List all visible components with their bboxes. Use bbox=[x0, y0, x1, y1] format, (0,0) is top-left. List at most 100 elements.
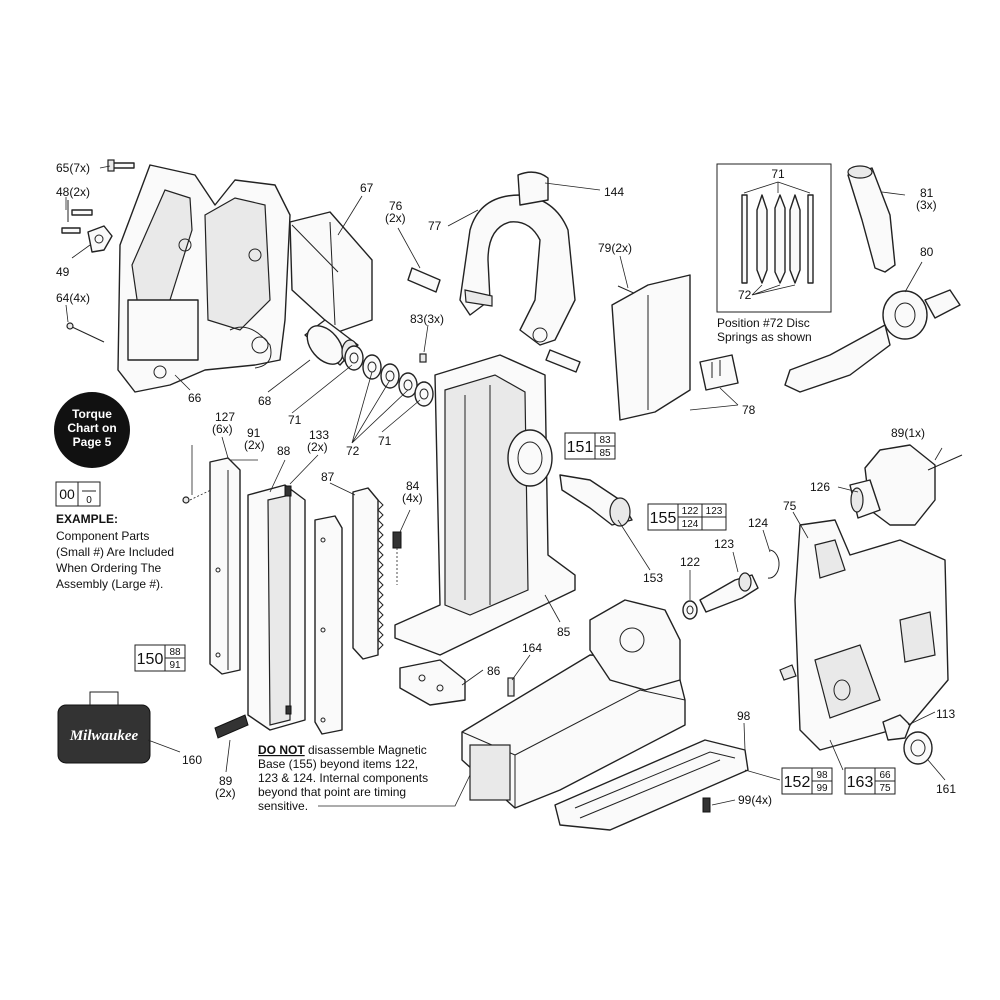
label-76: 76 bbox=[389, 199, 403, 213]
label-84: 84 bbox=[406, 479, 420, 493]
note-line-5: sensitive. bbox=[258, 799, 308, 813]
part-98-rail-base bbox=[554, 739, 749, 831]
torque-line-3: Page 5 bbox=[73, 435, 112, 449]
assembly-150: 150 88 91 bbox=[134, 644, 186, 672]
label-77: 77 bbox=[428, 219, 442, 233]
assembly-155-s2: 123 bbox=[706, 506, 723, 517]
part-84-screws bbox=[392, 531, 402, 585]
part-67-pad bbox=[289, 211, 373, 333]
label-66: 66 bbox=[188, 391, 202, 405]
part-164-pin bbox=[507, 677, 515, 697]
part-122-washer bbox=[682, 600, 698, 620]
part-71-72-discs bbox=[344, 345, 434, 407]
label-88: 88 bbox=[277, 444, 291, 458]
part-89-screw bbox=[214, 714, 249, 739]
part-81-grip bbox=[847, 165, 896, 273]
part-155-magnetic-base bbox=[461, 599, 686, 809]
part-68-cylinder bbox=[304, 319, 359, 366]
torque-line-1: Torque bbox=[72, 407, 112, 421]
assembly-151: 151 83 85 bbox=[564, 432, 616, 460]
label-127-qty: (6x) bbox=[212, 422, 233, 436]
label-126: 126 bbox=[810, 480, 830, 494]
label-133: 133 bbox=[309, 428, 329, 442]
assembly-151-s1: 83 bbox=[599, 435, 611, 446]
inset-label-top: 71 bbox=[771, 167, 785, 181]
assembly-163-big: 163 bbox=[847, 774, 874, 791]
label-113: 113 bbox=[936, 707, 955, 721]
assembly-150-big: 150 bbox=[137, 651, 164, 668]
example-small: 0 bbox=[86, 495, 92, 506]
part-75-side-cover bbox=[779, 519, 949, 751]
assembly-155: 155 122 123 124 bbox=[647, 503, 727, 531]
part-64-screw bbox=[66, 322, 105, 343]
assembly-152-s2: 99 bbox=[816, 783, 828, 794]
torque-line-2: Chart on bbox=[67, 421, 116, 435]
label-87: 87 bbox=[321, 470, 335, 484]
assembly-152: 152 98 99 bbox=[781, 767, 833, 795]
assembly-150-s2: 91 bbox=[169, 660, 181, 671]
part-124-ring bbox=[767, 549, 780, 579]
inset-box: 71 72 bbox=[716, 163, 832, 313]
part-labels: 65(7x) 48(2x) 49 64(4x) 66 67 76 (2x) 77… bbox=[56, 161, 956, 807]
note-line-4: beyond that point are timing bbox=[258, 785, 406, 799]
part-76-pins bbox=[407, 267, 581, 373]
part-91-rail bbox=[209, 457, 241, 675]
label-79: 79(2x) bbox=[598, 241, 632, 255]
label-160: 160 bbox=[182, 753, 202, 767]
label-123: 123 bbox=[714, 537, 734, 551]
label-71-b: 71 bbox=[378, 434, 392, 448]
example-line-2: (Small #) Are Included bbox=[56, 545, 174, 559]
assembly-151-s2: 85 bbox=[599, 448, 611, 459]
part-87-rack bbox=[352, 487, 384, 660]
assembly-152-s1: 98 bbox=[816, 770, 828, 781]
example-key: 00 0 EXAMPLE: Component Parts (Small #) … bbox=[55, 481, 174, 591]
label-48: 48(2x) bbox=[56, 185, 90, 199]
inset-label-bottom: 72 bbox=[738, 288, 752, 302]
label-85: 85 bbox=[557, 625, 571, 639]
part-48-screws bbox=[61, 200, 93, 234]
label-161: 161 bbox=[936, 782, 956, 796]
label-64: 64(4x) bbox=[56, 291, 90, 305]
label-86: 86 bbox=[487, 664, 501, 678]
part-86-block bbox=[399, 659, 466, 706]
assembly-163-s2: 75 bbox=[879, 783, 891, 794]
part-49-clip bbox=[87, 225, 113, 253]
label-153: 153 bbox=[643, 571, 663, 585]
label-98: 98 bbox=[737, 709, 751, 723]
assembly-152-big: 152 bbox=[784, 774, 811, 791]
part-83-pins bbox=[419, 353, 427, 363]
label-84-qty: (4x) bbox=[402, 491, 423, 505]
label-89: 89 bbox=[219, 774, 233, 788]
note-bold: DO NOT bbox=[258, 743, 305, 757]
label-80: 80 bbox=[920, 245, 934, 259]
example-heading: EXAMPLE: bbox=[56, 512, 118, 526]
label-91: 91 bbox=[247, 426, 261, 440]
example-line-3: When Ordering The bbox=[56, 561, 161, 575]
note-line-2: Base (155) beyond items 122, bbox=[258, 757, 418, 771]
part-65-screw bbox=[107, 159, 135, 172]
part-78-board bbox=[611, 274, 739, 421]
inset-caption-2: Springs as shown bbox=[717, 330, 812, 344]
label-91-qty: (2x) bbox=[244, 438, 265, 452]
label-144: 144 bbox=[604, 185, 624, 199]
part-66-housing bbox=[117, 164, 291, 393]
case-logo: Milwaukee bbox=[69, 728, 139, 744]
example-line-1: Component Parts bbox=[56, 529, 149, 543]
label-72: 72 bbox=[346, 444, 360, 458]
label-68: 68 bbox=[258, 394, 272, 408]
label-71-a: 71 bbox=[288, 413, 302, 427]
part-inner-rail bbox=[314, 515, 343, 735]
assembly-150-s1: 88 bbox=[169, 647, 181, 658]
torque-badge: Torque Chart on Page 5 bbox=[54, 392, 130, 468]
disassembly-note: DO NOT disassemble Magnetic Base (155) b… bbox=[258, 743, 471, 813]
assembly-151-big: 151 bbox=[567, 439, 594, 456]
part-127-screws bbox=[182, 487, 216, 504]
label-89-qty: (2x) bbox=[215, 786, 236, 800]
part-126-knob bbox=[849, 444, 936, 526]
label-124: 124 bbox=[748, 516, 768, 530]
label-83: 83(3x) bbox=[410, 312, 444, 326]
example-line-4: Assembly (Large #). bbox=[56, 577, 163, 591]
label-89-1x: 89(1x) bbox=[891, 426, 925, 440]
label-81-qty: (3x) bbox=[916, 198, 937, 212]
